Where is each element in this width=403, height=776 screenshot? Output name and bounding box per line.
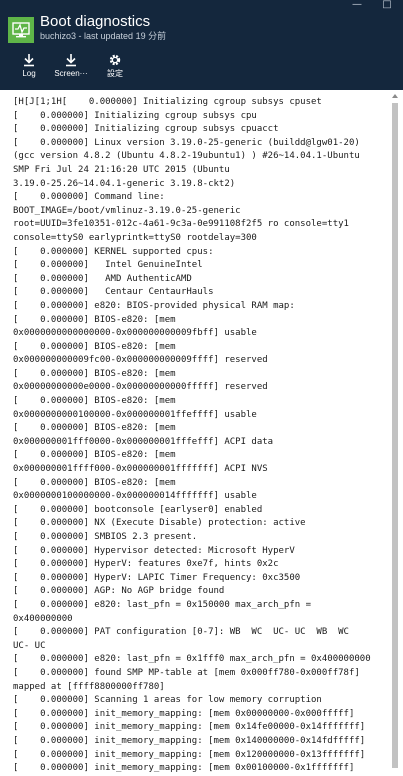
serial-log-lines: [H[J[1;1H[ 0.000000] Initializing cgroup… <box>13 91 382 776</box>
log-line: [ 0.000000] SMBIOS 2.3 present. <box>13 532 198 542</box>
log-line: 0x000000000009fc00-0x000000000009ffff] r… <box>13 355 268 366</box>
log-line: [ 0.000000] BIOS-e820: [mem <box>13 450 176 461</box>
log-line: 0x400000000 <box>13 613 73 624</box>
log-line: 0x000000001ffff000-0x000000001fffffff] A… <box>13 464 268 475</box>
log-line: BOOT_IMAGE=/boot/vmlinuz-3.19.0-25-gener… <box>13 205 241 216</box>
log-line: [ 0.000000] HyperV: features 0xe7f, hint… <box>13 559 279 570</box>
download-icon <box>24 54 34 67</box>
log-line: [ 0.000000] init_memory_mapping: [mem 0x… <box>13 763 355 774</box>
log-line: [ 0.000000] Intel GenuineIntel <box>13 260 203 271</box>
command-bar: Log Screen··· 設定 <box>0 50 403 86</box>
settings-button-label: 設定 <box>107 69 123 78</box>
log-line: [ 0.000000] init_memory_mapping: [mem 0x… <box>13 749 366 760</box>
log-line: [ 0.000000] init_memory_mapping: [mem 0x… <box>13 722 366 733</box>
log-line: [ 0.000000] HyperV: LAPIC Timer Frequenc… <box>13 572 301 583</box>
log-line: 0x00000000000e0000-0x00000000000fffff] r… <box>13 382 268 393</box>
page-title: Boot diagnostics <box>40 13 151 30</box>
log-line: [ 0.000000] PAT configuration [0-7]: WB … <box>13 627 349 638</box>
log-line: [ 0.000000] NX (Execute Disable) protect… <box>13 518 306 529</box>
log-button[interactable]: Log <box>14 50 44 84</box>
log-line: 0x0000000000100000-0x000000001ffeffff] u… <box>13 409 257 420</box>
maximize-button[interactable]: □ <box>382 0 392 10</box>
log-line: [ 0.000000] Initializing cgroup subsys c… <box>13 124 279 135</box>
log-line: [ 0.000000] KERNEL supported cpus: <box>13 246 214 257</box>
scroll-thumb[interactable] <box>392 103 398 768</box>
log-line: [ 0.000000] found SMP MP-table at [mem 0… <box>13 667 360 678</box>
log-line: root=UUID=3fe10351-012c-4a61-9c3a-0e9911… <box>13 219 349 230</box>
log-line: [ 0.000000] init_memory_mapping: [mem 0x… <box>13 735 366 746</box>
log-line: [ 0.000000] Hypervisor detected: Microso… <box>13 545 295 556</box>
log-line: [ 0.000000] bootconsole [earlyser0] enab… <box>13 504 263 515</box>
log-line: UC- UC <box>13 640 46 651</box>
vertical-scrollbar[interactable] <box>387 91 403 768</box>
log-line: [ 0.000000] AGP: No AGP bridge found <box>13 586 225 597</box>
log-line: [ 0.000000] Scanning 1 areas for low mem… <box>13 695 322 706</box>
log-line: SMP Fri Jul 24 21:16:20 UTC 2015 (Ubuntu <box>13 164 230 175</box>
log-line: [ 0.000000] BIOS-e820: [mem <box>13 423 176 434</box>
log-line: console=ttyS0 earlyprintk=ttyS0 rootdela… <box>13 232 257 243</box>
log-line: [ 0.000000] e820: BIOS-provided physical… <box>13 300 295 311</box>
scroll-up-arrow-icon[interactable] <box>392 94 398 98</box>
log-line: [ 0.000000] BIOS-e820: [mem <box>13 314 176 325</box>
log-line: [ 0.000000] BIOS-e820: [mem <box>13 368 176 379</box>
last-updated-subtitle: buchizo3 - last updated 19 分前 <box>40 31 167 41</box>
log-line: 0x000000001fff0000-0x000000001fffefff] A… <box>13 436 274 447</box>
screenshot-button-label: Screen··· <box>54 69 88 78</box>
log-line: [ 0.000000] BIOS-e820: [mem <box>13 477 176 488</box>
minimize-button[interactable]: — <box>352 0 362 10</box>
log-line: [ 0.000000] e820: last_pfn = 0x150000 ma… <box>13 599 312 610</box>
log-line: [H[J[1;1H[ 0.000000] Initializing cgroup… <box>13 97 322 107</box>
log-line: [ 0.000000] Command line: <box>13 192 165 203</box>
screenshot-button[interactable]: Screen··· <box>48 50 94 84</box>
log-button-label: Log <box>22 69 36 78</box>
settings-button[interactable]: 設定 <box>101 50 129 84</box>
log-line: 0x0000000000000000-0x000000000009fbff] u… <box>13 328 257 339</box>
gear-icon <box>109 54 121 66</box>
log-line: [ 0.000000] Initializing cgroup subsys c… <box>13 110 257 121</box>
log-line: 3.19.0-25.26~14.04.1-generic 3.19.8-ckt2… <box>13 178 236 189</box>
monitor-pulse-icon <box>8 17 34 43</box>
log-line: [ 0.000000] BIOS-e820: [mem <box>13 341 176 352</box>
log-line: [ 0.000000] Centaur CentaurHauls <box>13 287 214 298</box>
log-line: [ 0.000000] AMD AuthenticAMD <box>13 273 192 284</box>
download-icon <box>66 54 76 67</box>
log-line: [ 0.000000] Linux version 3.19.0-25-gene… <box>13 137 360 148</box>
log-line: 0x0000000100000000-0x000000014fffffff] u… <box>13 491 257 502</box>
log-line: (gcc version 4.8.2 (Ubuntu 4.8.2-19ubunt… <box>13 151 360 162</box>
log-line: [ 0.000000] e820: last_pfn = 0x1fff0 max… <box>13 654 371 665</box>
log-line: [ 0.000000] init_memory_mapping: [mem 0x… <box>13 708 355 719</box>
blade-header: Boot diagnostics buchizo3 - last updated… <box>0 0 403 90</box>
log-line: mapped at [ffff8800000ff780] <box>13 681 165 692</box>
log-line: [ 0.000000] BIOS-e820: [mem <box>13 396 176 407</box>
serial-log-panel[interactable]: [H[J[1;1H[ 0.000000] Initializing cgroup… <box>13 91 382 773</box>
